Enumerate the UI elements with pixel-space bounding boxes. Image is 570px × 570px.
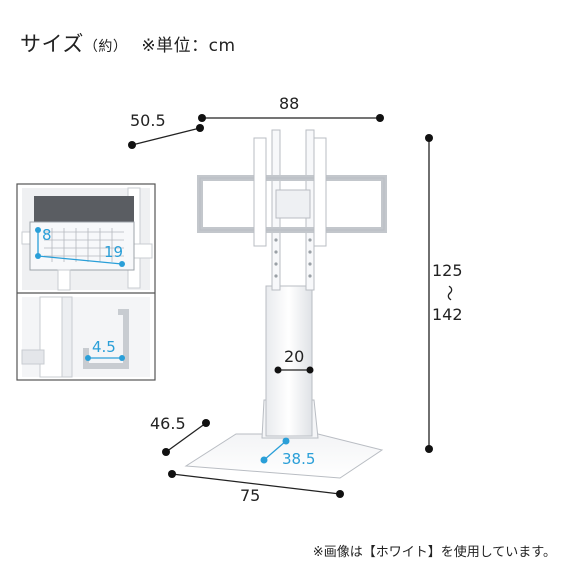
dim-height-min: 125 xyxy=(432,261,463,280)
inset-shelf-depth: 8 xyxy=(42,226,52,244)
dim-height-sep: 〜 xyxy=(440,285,459,301)
right-arm xyxy=(313,137,327,247)
dim-pole-width: 20 xyxy=(284,347,304,366)
unit-note: ※単位：cm xyxy=(141,36,236,56)
dim-base-inner: 38.5 xyxy=(282,450,315,468)
dimension-lines xyxy=(128,114,433,498)
dim-base-width: 75 xyxy=(240,486,260,505)
inset-hook-width: 4.5 xyxy=(92,338,116,356)
dim-base-depth: 46.5 xyxy=(150,414,186,433)
detail-inset: 8 19 4.5 xyxy=(16,183,156,381)
hook-detail: 4.5 xyxy=(21,296,150,378)
shelf-detail: 8 19 xyxy=(21,187,153,291)
inset-shelf-height: 19 xyxy=(104,243,123,261)
left-arm xyxy=(253,137,267,247)
dim-depth-top: 50.5 xyxy=(130,111,166,130)
inner-base-dim xyxy=(260,437,290,464)
title-text: サイズ xyxy=(20,32,84,56)
title-approx: （約） xyxy=(83,39,128,55)
dim-width-top: 88 xyxy=(279,94,299,113)
footnote: ※画像は【ホワイト】を使用しています。 xyxy=(312,545,556,560)
page-title: サイズ（約） ※単位：cm xyxy=(20,28,236,58)
lower-column xyxy=(265,285,313,437)
center-plate xyxy=(275,189,311,219)
dim-height-max: 142 xyxy=(432,305,463,324)
tv-stand xyxy=(184,129,387,479)
